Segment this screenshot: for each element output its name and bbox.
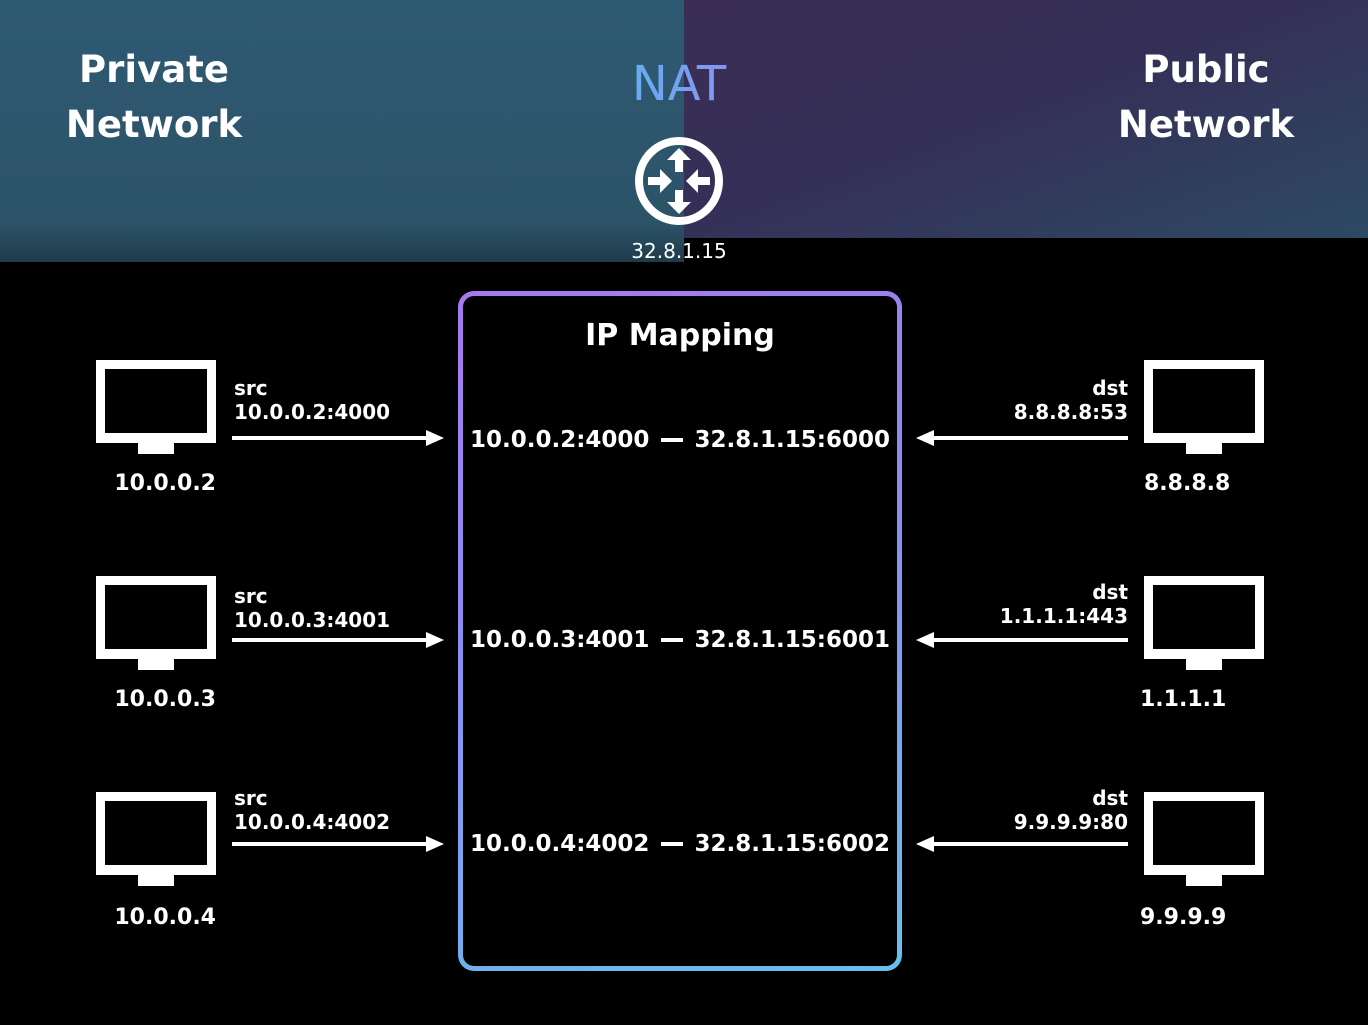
monitor-icon <box>1144 360 1264 454</box>
mapping-public-address: 32.8.1.15:6002 <box>694 831 890 857</box>
packet-field-name: dst <box>1092 376 1128 400</box>
public-host-address: 9.9.9.9 <box>1140 905 1227 930</box>
private-host-address: 10.0.0.4 <box>114 905 216 930</box>
packet-field-value: 10.0.0.4:4002 <box>234 810 391 834</box>
mapping-connector <box>661 438 683 442</box>
public-title-line1: Public <box>1142 48 1270 91</box>
monitor-icon <box>96 360 216 454</box>
public-packet-label: dst 1.1.1.1:443 <box>928 580 1128 628</box>
packet-field-value: 9.9.9.9:80 <box>1013 810 1128 834</box>
mapping-connector <box>661 638 683 642</box>
packet-field-name: src <box>234 786 268 810</box>
ip-mapping-title: IP Mapping <box>585 318 775 353</box>
mapping-public-address: 32.8.1.15:6000 <box>694 427 890 453</box>
private-network-title: Private Network <box>44 42 264 152</box>
mapping-row: 10.0.0.3:4001 32.8.1.15:6001 <box>470 624 890 656</box>
packet-field-name: src <box>234 376 268 400</box>
monitor-icon <box>1144 792 1264 886</box>
mapping-private-address: 10.0.0.4:4002 <box>470 831 650 857</box>
private-host-address: 10.0.0.3 <box>114 687 216 712</box>
packet-field-value: 1.1.1.1:443 <box>999 604 1128 628</box>
packet-field-name: src <box>234 584 268 608</box>
nat-label: NAT <box>596 54 762 114</box>
private-packet-label: src 10.0.0.3:4001 <box>234 584 434 632</box>
public-packet-label: dst 9.9.9.9:80 <box>928 786 1128 834</box>
packet-field-name: dst <box>1092 580 1128 604</box>
nat-public-ip: 32.8.1.15 <box>631 239 727 263</box>
private-title-line1: Private <box>79 48 229 91</box>
private-title-line2: Network <box>65 103 243 146</box>
public-host-address: 1.1.1.1 <box>1140 687 1227 712</box>
mapping-private-address: 10.0.0.2:4000 <box>470 427 650 453</box>
mapping-private-address: 10.0.0.3:4001 <box>470 627 650 653</box>
packet-field-value: 8.8.8.8:53 <box>1013 400 1128 424</box>
private-packet-label: src 10.0.0.4:4002 <box>234 786 434 834</box>
private-host-address: 10.0.0.2 <box>114 471 216 496</box>
monitor-icon <box>96 576 216 670</box>
monitor-icon <box>1144 576 1264 670</box>
packet-field-value: 10.0.0.2:4000 <box>234 400 391 424</box>
mapping-public-address: 32.8.1.15:6001 <box>694 627 890 653</box>
public-title-line2: Network <box>1117 103 1295 146</box>
packet-field-name: dst <box>1092 786 1128 810</box>
ip-mapping-table <box>458 291 902 971</box>
private-packet-label: src 10.0.0.2:4000 <box>234 376 434 424</box>
public-host-address: 8.8.8.8 <box>1144 471 1231 496</box>
public-network-title: Public Network <box>1096 42 1316 152</box>
mapping-row: 10.0.0.2:4000 32.8.1.15:6000 <box>470 424 890 456</box>
mapping-connector <box>661 842 683 846</box>
mapping-row: 10.0.0.4:4002 32.8.1.15:6002 <box>470 828 890 860</box>
private-network-band <box>0 0 684 262</box>
monitor-icon <box>96 792 216 886</box>
packet-field-value: 10.0.0.3:4001 <box>234 608 391 632</box>
public-packet-label: dst 8.8.8.8:53 <box>928 376 1128 424</box>
router-icon <box>635 137 723 225</box>
public-network-band <box>684 0 1368 238</box>
